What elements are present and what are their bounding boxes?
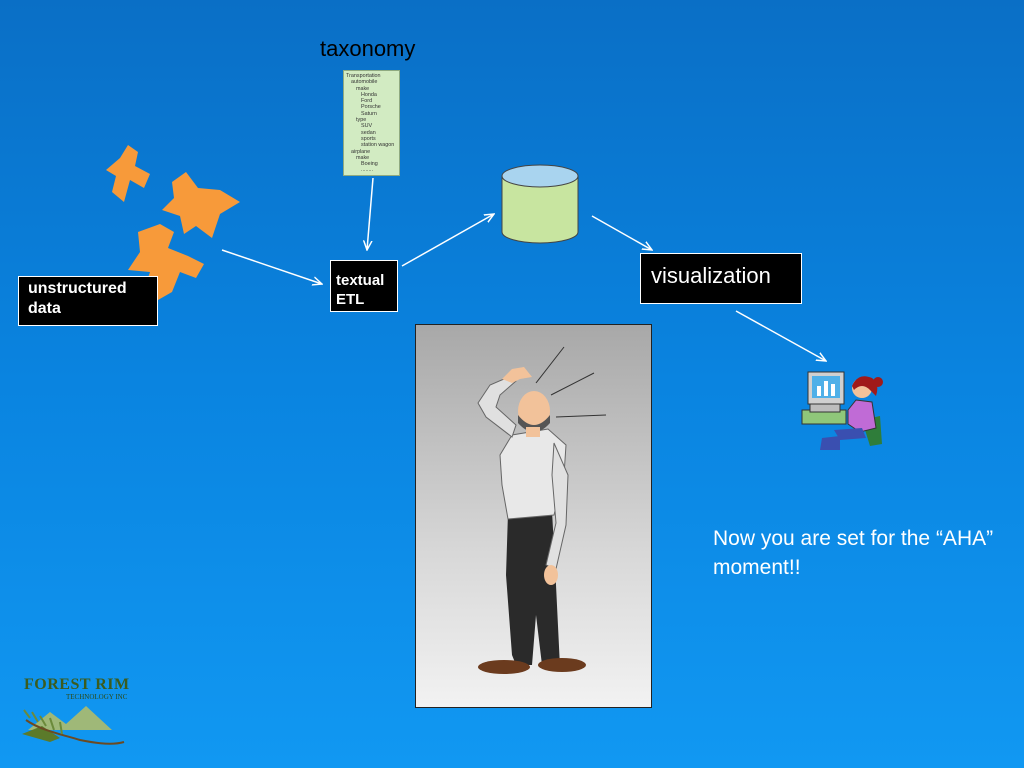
taxonomy-item: make (356, 154, 370, 161)
forest-rim-logo-graphic (22, 706, 125, 745)
arrow-visualization-to-user (735, 310, 826, 361)
taxonomy-item: SUV (361, 123, 373, 130)
taxonomy-item: airplane (351, 148, 371, 155)
taxonomy-item: Saturn (361, 110, 377, 117)
woman-at-computer-icon (801, 371, 883, 450)
taxonomy-item: station wagon (361, 142, 395, 149)
taxonomy-item: Boeing (361, 161, 378, 168)
blob-shape-2 (162, 172, 240, 238)
unstructured-data-box: unstructured data (18, 276, 158, 326)
textual-etl-box: textual ETL (330, 260, 398, 312)
thinking-man-figure (477, 346, 607, 674)
taxonomy-item: automobile (351, 79, 378, 86)
thinking-man-panel (415, 324, 652, 708)
database-icon (501, 164, 579, 244)
aha-moment-caption: Now you are set for the “AHA” moment!! (713, 527, 994, 579)
logo-subtitle: TECHNOLOGY INC (66, 693, 128, 701)
blob-shape-1 (106, 145, 150, 202)
taxonomy-item: Transportation (346, 73, 381, 79)
taxonomy-label: taxonomy (320, 36, 416, 61)
taxonomy-item: sedan (361, 129, 376, 136)
logo-title: FOREST RIM (24, 676, 130, 693)
taxonomy-item: Porsche (361, 104, 381, 111)
visualization-box: visualization (640, 253, 802, 304)
taxonomy-item: Honda (361, 91, 377, 98)
arrow-taxonomy-to-etl (367, 177, 374, 250)
taxonomy-item: ........ (361, 167, 373, 174)
taxonomy-item: sports (361, 135, 376, 142)
arrow-etl-to-database (401, 214, 494, 267)
taxonomy-item: type (356, 117, 367, 124)
arrow-blobs-to-etl (221, 249, 322, 284)
taxonomy-item: Ford (361, 98, 373, 105)
taxonomy-item: make (356, 85, 370, 92)
arrow-database-to-visualization (591, 215, 652, 250)
